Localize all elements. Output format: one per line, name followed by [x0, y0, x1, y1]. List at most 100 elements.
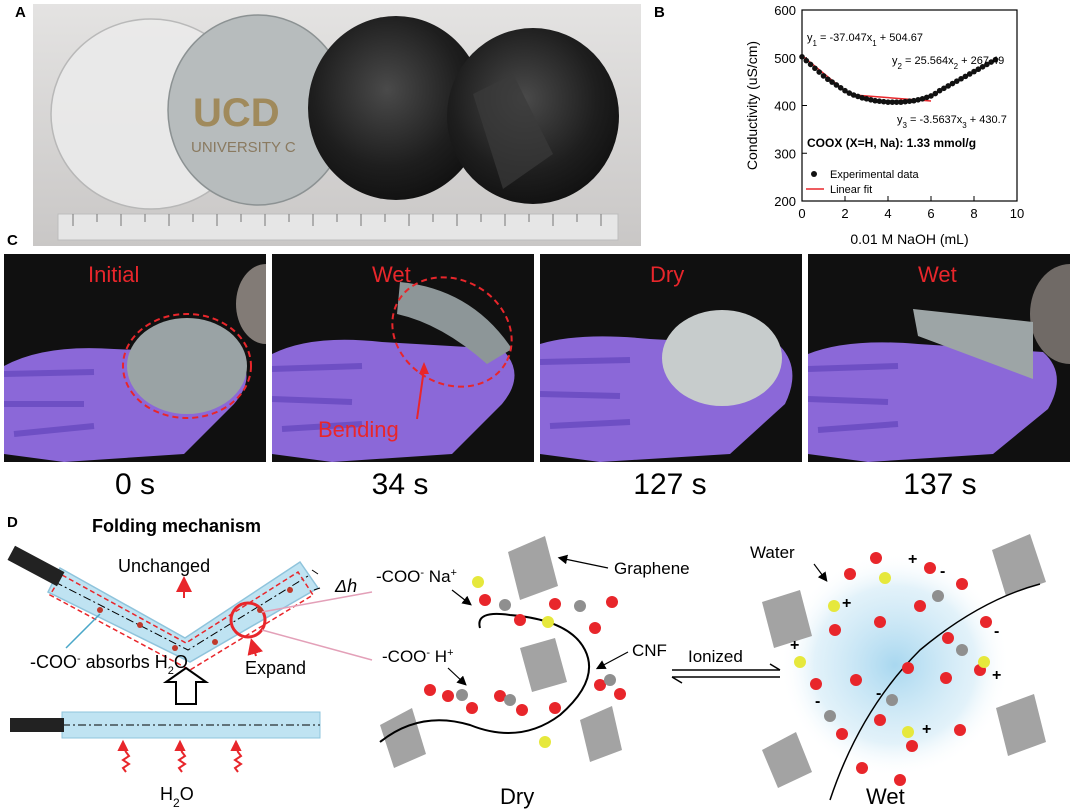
data-point [915, 96, 921, 103]
y-tick-label: 200 [774, 194, 796, 209]
coo-h-label: -COO- H+ [382, 647, 454, 666]
data-point [936, 87, 943, 94]
data-point [846, 90, 853, 96]
graphene-sheet [996, 694, 1046, 756]
black-film-1 [308, 16, 484, 200]
graphene-sheet [520, 638, 567, 692]
cnf-label: CNF [632, 641, 667, 660]
svg-text:-: - [994, 623, 999, 640]
data-point [872, 97, 878, 104]
time-34: 34 s [371, 468, 429, 501]
data-point [855, 93, 861, 100]
label-bending: Bending [318, 417, 399, 442]
data-point [928, 93, 934, 99]
data-point [958, 75, 964, 82]
data-point [825, 76, 831, 83]
x-tick-label: 10 [1010, 206, 1024, 221]
data-point [868, 96, 874, 103]
data-point [902, 98, 908, 105]
data-point [850, 92, 857, 98]
coo-na-label: -COO- Na+ [376, 567, 457, 586]
h2o-label: H2O [160, 784, 194, 810]
y-axis-label: Conductivity (uS/cm) [744, 41, 760, 170]
svg-text:+: + [922, 721, 931, 738]
data-point [966, 71, 973, 77]
svg-text:-: - [940, 563, 945, 580]
panel-a-label: A [15, 4, 26, 21]
data-point [906, 98, 913, 105]
graphene-sheet [508, 536, 558, 600]
y-tick-label: 500 [774, 51, 796, 66]
ionized-label: Ionized [688, 647, 743, 666]
time-127: 127 s [633, 468, 707, 501]
wet-cluster: +++ ++ --- - [762, 534, 1046, 801]
y-tick-label: 300 [774, 146, 796, 161]
data-point [949, 80, 956, 87]
svg-text:+: + [842, 595, 851, 612]
water-label: Water [750, 543, 795, 562]
label-wet-1: Wet [372, 262, 411, 287]
data-point [941, 85, 947, 92]
ruler [57, 213, 619, 241]
chart-annotation: COOX (X=H, Na): 1.33 mmol/g [807, 136, 976, 150]
data-point [880, 98, 887, 105]
data-point [803, 57, 810, 64]
data-point [992, 56, 999, 63]
data-point [979, 64, 986, 70]
x-tick-label: 2 [841, 206, 848, 221]
label-wet-2: Wet [918, 262, 957, 287]
label-dry: Dry [650, 262, 685, 287]
folding-mechanism-diagram: Folding mechanism Unchanged Δh -COO- abs… [7, 516, 1046, 810]
svg-text:-: - [815, 693, 820, 710]
data-point [833, 82, 840, 88]
x-tick-label: 0 [798, 206, 805, 221]
photo-initial: Initial [4, 254, 266, 462]
folding-title: Folding mechanism [92, 516, 261, 536]
ucd-logo-subtext: UNIVERSITY C [191, 139, 296, 156]
data-point [885, 99, 891, 105]
data-point [984, 61, 990, 68]
graphene-sheet [762, 590, 812, 648]
x-tick-label: 8 [970, 206, 977, 221]
data-point [863, 96, 870, 102]
y-tick-label: 400 [774, 99, 796, 114]
data-point [876, 98, 883, 105]
y-tick-label: 600 [774, 3, 796, 18]
expand-circle [229, 601, 267, 639]
data-point [988, 59, 994, 65]
graphene-sheet [762, 732, 812, 788]
transition-arrow [162, 666, 210, 705]
time-137: 137 s [903, 468, 977, 501]
data-point [820, 73, 827, 79]
data-point [807, 61, 814, 68]
svg-text:+: + [790, 637, 799, 654]
legend-marker-data [811, 171, 817, 177]
clamp-bottom [10, 718, 64, 732]
graphene-label: Graphene [614, 559, 690, 578]
photo-wet-2: Wet [808, 254, 1070, 462]
svg-text:-: - [876, 685, 881, 702]
films-photo: UCD UNIVERSITY C [33, 4, 641, 246]
svg-text:+: + [992, 667, 1001, 684]
data-point [954, 78, 960, 84]
equation-2: y2 = 25.564x2 + 267.49 [892, 55, 1004, 71]
data-point [859, 95, 865, 101]
equation-1: y1 = -37.047x1 + 504.67 [807, 32, 923, 48]
delta-h-label: Δh [334, 576, 357, 596]
data-point [945, 83, 951, 89]
graphene-sheet [992, 534, 1046, 596]
dry-cluster [379, 536, 626, 768]
water-arrows [117, 739, 243, 773]
data-point [932, 90, 939, 97]
graphene-sheet [580, 706, 622, 762]
data-point [799, 53, 805, 60]
x-tick-label: 6 [927, 206, 934, 221]
panel-c-label: C [7, 232, 18, 249]
bent-dots [97, 587, 293, 651]
data-point [911, 97, 917, 104]
data-point [919, 96, 926, 102]
ruler-ticks [72, 214, 602, 226]
panel-a-photo: UCD UNIVERSITY C [33, 4, 641, 246]
unchanged-label: Unchanged [118, 556, 210, 576]
